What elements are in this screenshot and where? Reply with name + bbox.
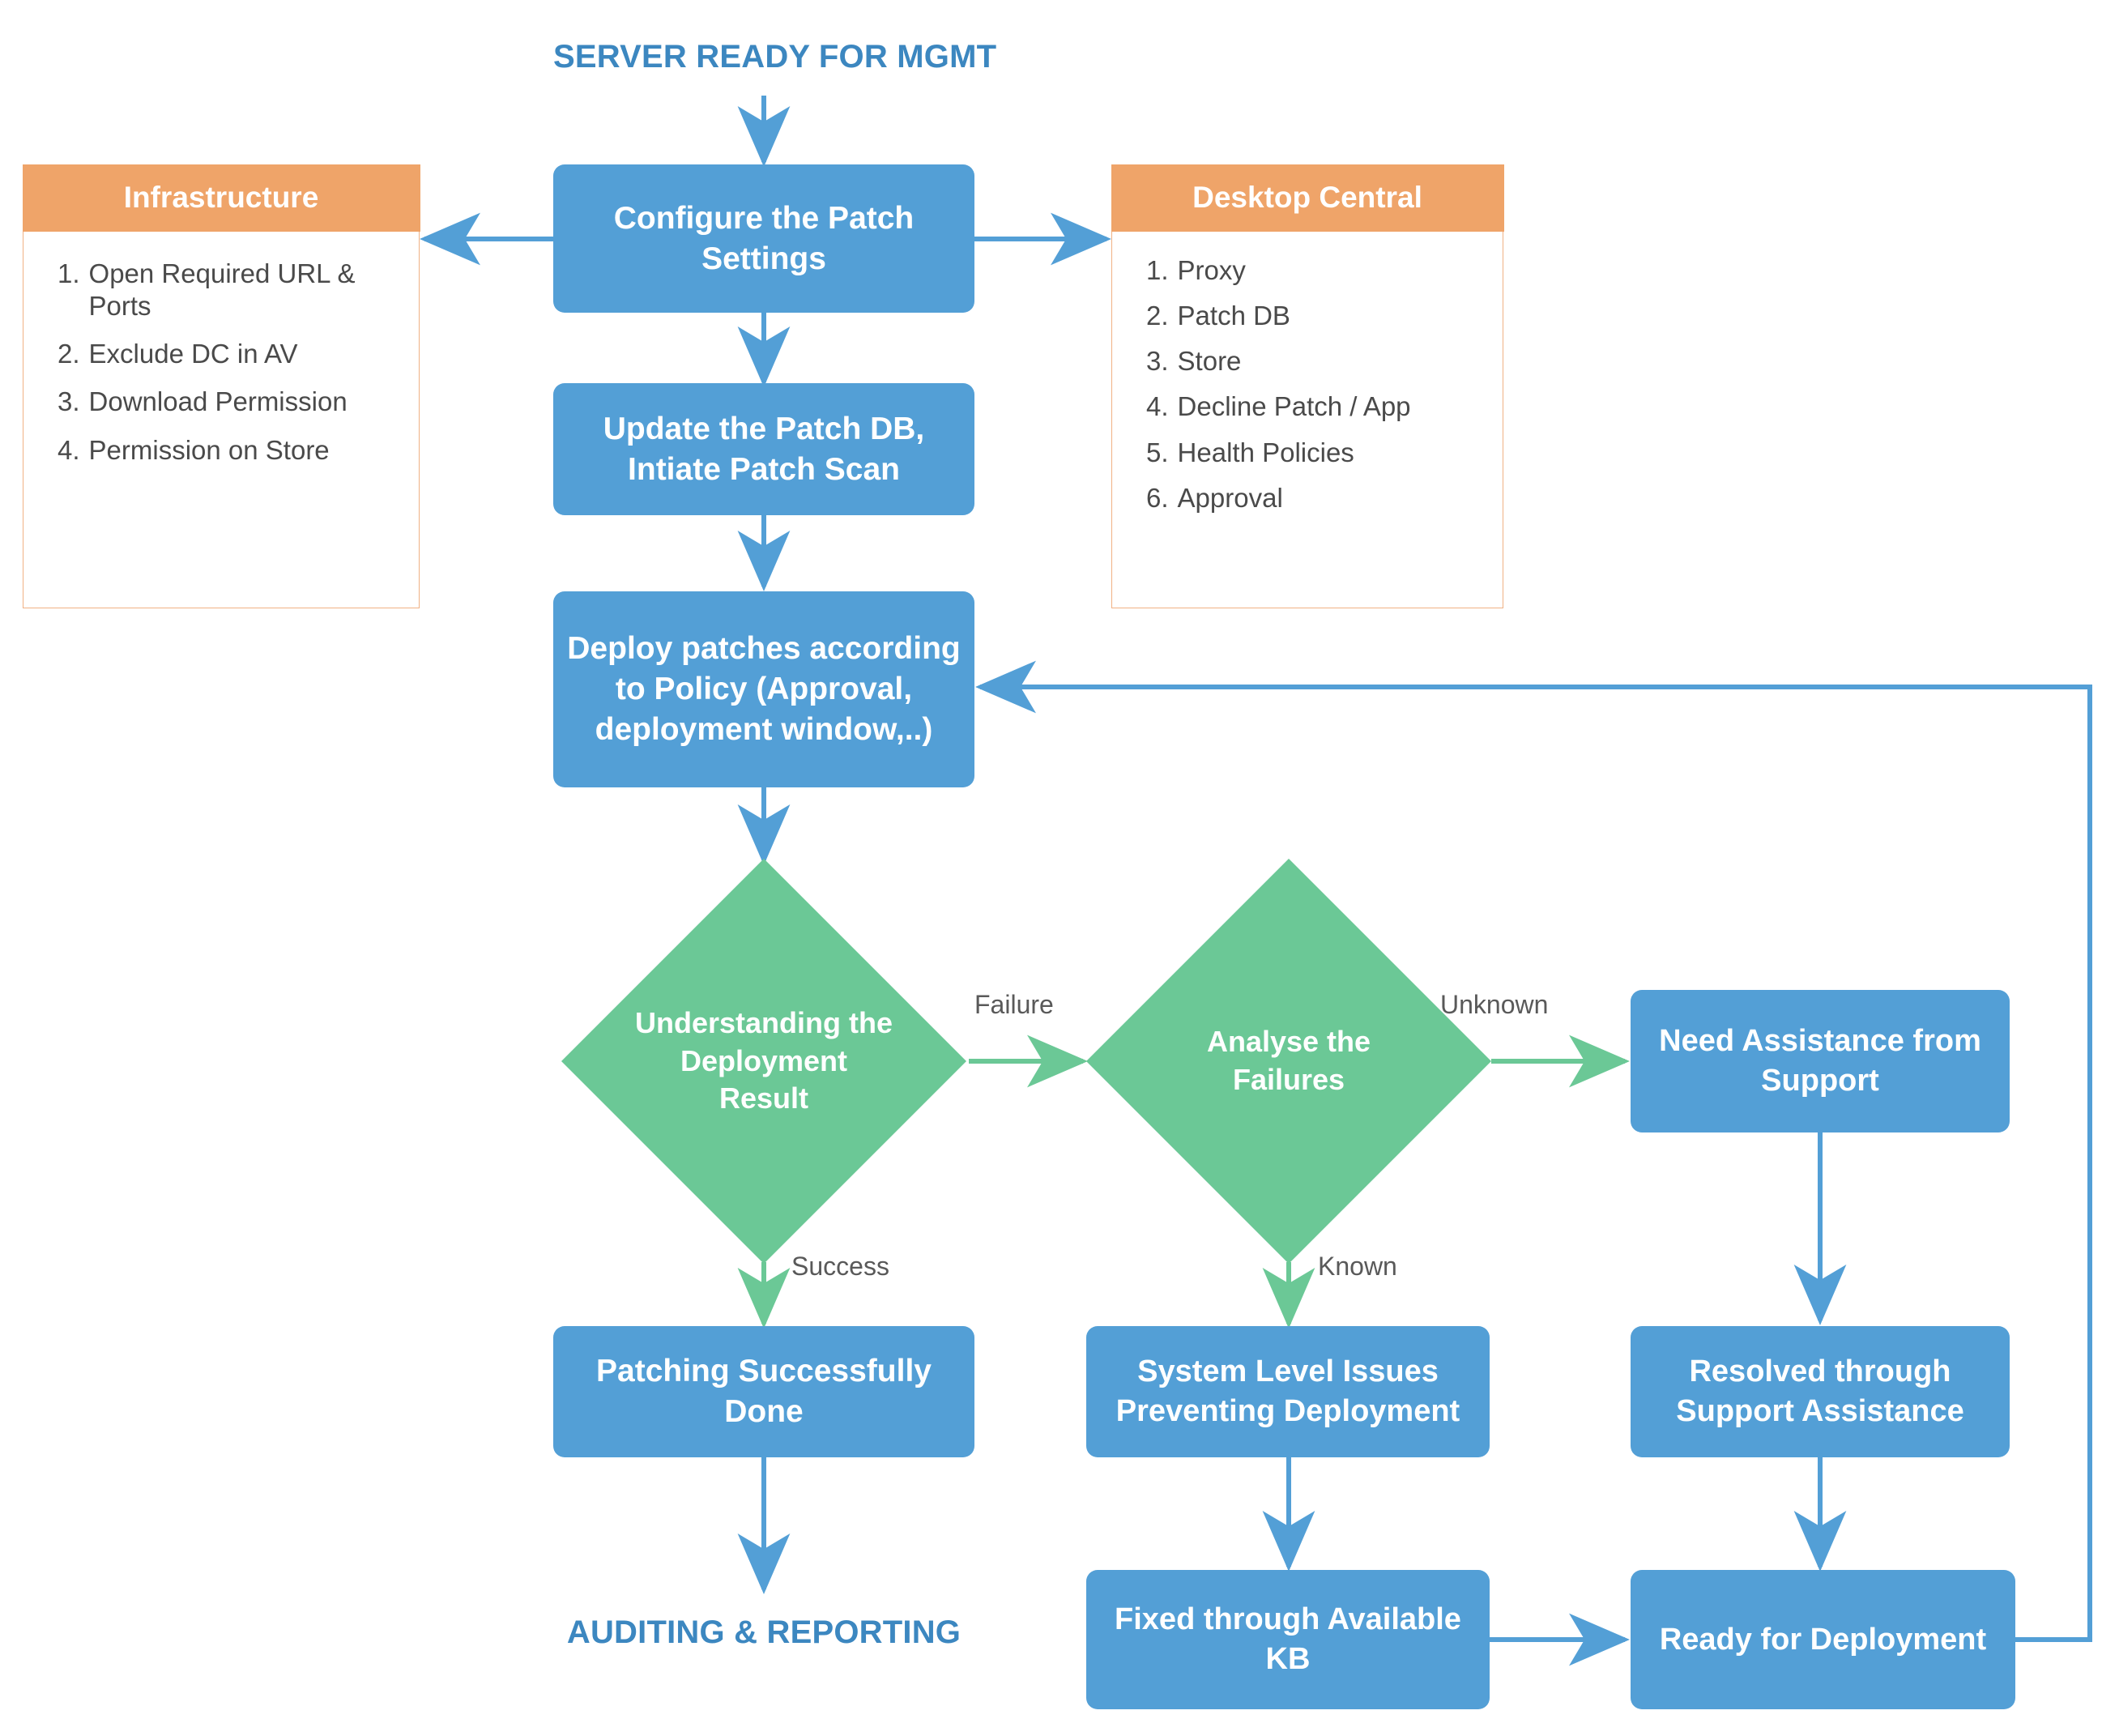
- node-system-level-issues[interactable]: System Level Issues Preventing Deploymen…: [1086, 1326, 1490, 1457]
- node-label: Ready for Deployment: [1659, 1622, 1987, 1657]
- list-item: 4. Permission on Store: [58, 434, 394, 467]
- list-item-number: 3.: [58, 386, 80, 417]
- decision-analyse-failures[interactable]: Analyse the Failures: [1086, 859, 1491, 1264]
- list-item: 6. Approval: [1146, 482, 1478, 514]
- panel-infrastructure-title: Infrastructure: [22, 164, 420, 232]
- list-item-number: 1.: [1146, 254, 1169, 285]
- panel-desktop-central-list: 1. Proxy 2. Patch DB 3. Store 4. Decline…: [1112, 232, 1503, 515]
- list-item-label: Patch DB: [1177, 300, 1290, 331]
- edge-label-known: Known: [1318, 1252, 1397, 1281]
- list-item: 1. Open Required URL & Ports: [58, 258, 394, 323]
- list-item: 2. Exclude DC in AV: [58, 338, 394, 370]
- decision-label: Analyse the Failures: [1206, 1025, 1371, 1096]
- page-title-auditing-reporting: AUDITING & REPORTING: [553, 1614, 974, 1651]
- edge-label-failure: Failure: [974, 990, 1054, 1019]
- caption-text: AUDITING & REPORTING: [566, 1614, 961, 1650]
- node-patching-successfully-done[interactable]: Patching Successfully Done: [553, 1326, 974, 1457]
- list-item-label: Approval: [1177, 482, 1283, 513]
- panel-desktop-central: Desktop Central 1. Proxy 2. Patch DB 3. …: [1111, 164, 1504, 608]
- node-label: Configure the Patch Settings: [613, 200, 915, 276]
- list-item-number: 5.: [1146, 437, 1169, 467]
- node-label: Need Assistance from Support: [1659, 1024, 1981, 1098]
- list-item-number: 4.: [1146, 391, 1169, 422]
- node-label: Resolved through Support Assistance: [1676, 1354, 1964, 1428]
- node-ready-for-deployment[interactable]: Ready for Deployment: [1631, 1570, 2015, 1709]
- list-item-label: Store: [1177, 346, 1242, 376]
- node-deploy-patches[interactable]: Deploy patches according to Policy (Appr…: [553, 591, 974, 787]
- list-item-label: Download Permission: [88, 386, 347, 417]
- list-item-label: Permission on Store: [88, 434, 330, 465]
- decision-label: Understanding the Deployment Result: [634, 1005, 893, 1115]
- list-item-label: Open Required URL & Ports: [88, 258, 356, 321]
- node-label: Update the Patch DB, Intiate Patch Scan: [603, 411, 925, 487]
- node-resolved-through-support-assistance[interactable]: Resolved through Support Assistance: [1631, 1326, 2010, 1457]
- panel-infrastructure: Infrastructure 1. Open Required URL & Po…: [22, 164, 420, 608]
- list-item-label: Health Policies: [1177, 437, 1354, 467]
- node-label: System Level Issues Preventing Deploymen…: [1115, 1354, 1460, 1428]
- list-item-number: 2.: [58, 339, 80, 369]
- decision-understanding-deployment-result[interactable]: Understanding the Deployment Result: [561, 859, 966, 1264]
- list-item: 2. Patch DB: [1146, 300, 1478, 332]
- node-label: Patching Successfully Done: [596, 1354, 932, 1429]
- list-item-number: 4.: [58, 434, 80, 465]
- list-item-label: Decline Patch / App: [1177, 391, 1411, 422]
- edge-label-unknown: Unknown: [1440, 990, 1549, 1019]
- node-update-patch-db[interactable]: Update the Patch DB, Intiate Patch Scan: [553, 383, 974, 515]
- list-item-number: 6.: [1146, 482, 1169, 513]
- node-fixed-through-available-kb[interactable]: Fixed through Available KB: [1086, 1570, 1490, 1709]
- node-label: Fixed through Available KB: [1115, 1602, 1461, 1676]
- panel-desktop-central-title: Desktop Central: [1111, 164, 1504, 232]
- caption-text: SERVER READY FOR MGMT: [553, 39, 997, 75]
- list-item: 1. Proxy: [1146, 254, 1478, 287]
- edge-label-success: Success: [791, 1252, 889, 1281]
- list-item-number: 2.: [1146, 300, 1169, 331]
- list-item: 5. Health Policies: [1146, 437, 1478, 469]
- panel-infrastructure-list: 1. Open Required URL & Ports 2. Exclude …: [23, 232, 419, 467]
- list-item: 3. Store: [1146, 345, 1478, 377]
- list-item-label: Proxy: [1177, 254, 1246, 285]
- list-item: 3. Download Permission: [58, 386, 394, 418]
- list-item-label: Exclude DC in AV: [88, 339, 298, 369]
- list-item-number: 1.: [58, 258, 80, 288]
- node-configure-patch-settings[interactable]: Configure the Patch Settings: [553, 164, 974, 313]
- node-need-assistance-from-support[interactable]: Need Assistance from Support: [1631, 990, 2010, 1132]
- node-label: Deploy patches according to Policy (Appr…: [567, 631, 961, 747]
- list-item-number: 3.: [1146, 346, 1169, 376]
- list-item: 4. Decline Patch / App: [1146, 390, 1478, 423]
- page-title-server-ready: SERVER READY FOR MGMT: [553, 39, 996, 75]
